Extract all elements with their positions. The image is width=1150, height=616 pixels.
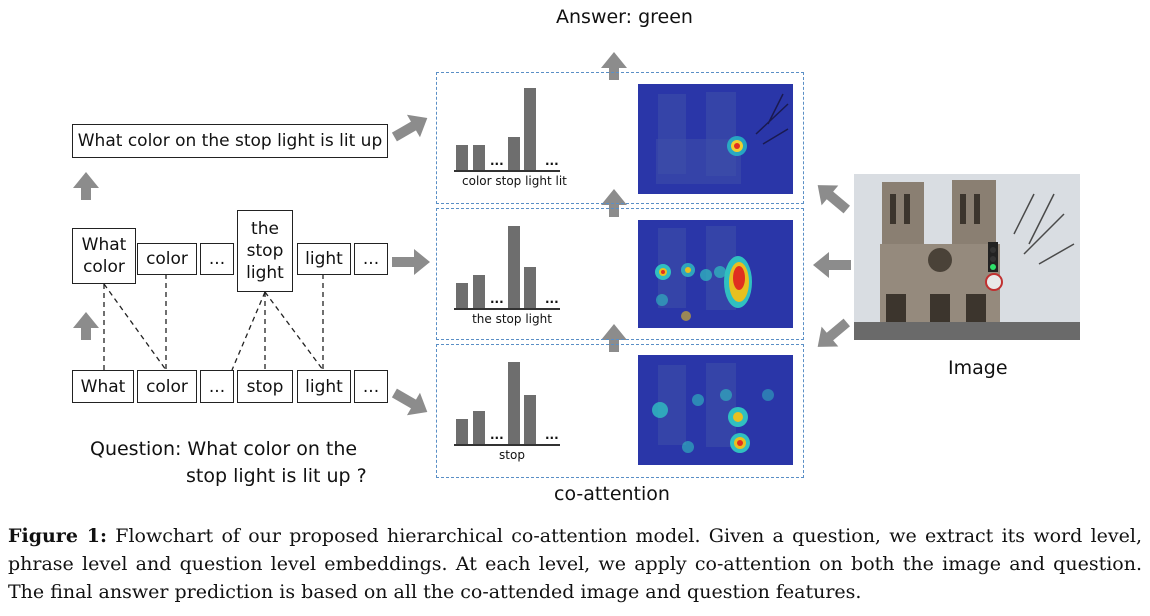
histogram-label: stop <box>499 448 525 462</box>
histogram-bar <box>473 145 485 170</box>
heatmap-word-level <box>638 355 793 465</box>
figure-caption: Figure 1: Flowchart of our proposed hier… <box>8 522 1142 606</box>
word-box-ellipsis: ... <box>200 370 234 403</box>
histogram-bar <box>524 395 536 444</box>
histogram-bar <box>524 88 536 170</box>
histogram-baseline <box>454 308 560 310</box>
histogram-ellipsis: ... <box>545 292 559 306</box>
histogram-bar <box>508 137 520 170</box>
arrow-up-icon <box>73 172 99 200</box>
arrow-up-icon <box>73 312 99 340</box>
word-box-ellipsis-2: ... <box>354 370 388 403</box>
word-box-color: color <box>137 370 197 403</box>
phrase-box-light: light <box>297 243 351 275</box>
co-attention-panel-question <box>436 72 804 204</box>
arrow-left-icon <box>817 185 851 214</box>
histogram-bar <box>456 283 468 308</box>
arrow-right-icon <box>391 388 428 416</box>
histogram-label: the stop light <box>472 312 552 326</box>
arrow-left-icon <box>813 252 851 278</box>
word-box-light: light <box>297 370 351 403</box>
phrase-box-what-color: What color <box>72 228 136 284</box>
histogram-baseline <box>454 170 560 172</box>
phrase-box-color: color <box>137 243 197 275</box>
figure-number: Figure 1: <box>8 525 107 547</box>
question-level-box: What color on the stop light is lit up <box>72 124 388 158</box>
question-text-line2: stop light is lit up ? <box>186 465 367 487</box>
word-box-stop: stop <box>237 370 293 403</box>
word-box-what: What <box>72 370 134 403</box>
histogram-bar <box>456 419 468 444</box>
histogram-bar <box>508 362 520 444</box>
histogram-ellipsis: ... <box>490 428 504 442</box>
phrase-connectors <box>103 274 324 371</box>
image-label: Image <box>948 357 1008 379</box>
caption-text: Flowchart of our proposed hierarchical c… <box>8 525 1142 603</box>
question-text-line1: Question: What color on the <box>90 438 358 460</box>
arrow-right-icon <box>392 249 430 275</box>
histogram-ellipsis: ... <box>490 154 504 168</box>
heatmap-phrase-level <box>638 220 793 328</box>
histogram-ellipsis: ... <box>490 292 504 306</box>
arrow-right-icon <box>391 114 428 142</box>
histogram-label: color stop light lit <box>462 174 567 188</box>
phrase-box-ellipsis-2: ... <box>354 243 388 275</box>
histogram-ellipsis: ... <box>545 428 559 442</box>
histogram-baseline <box>454 444 560 446</box>
histogram-ellipsis: ... <box>545 154 559 168</box>
histogram-bar <box>524 267 536 308</box>
histogram-bar <box>456 145 468 170</box>
arrow-left-icon <box>817 318 851 347</box>
phrase-box-ellipsis: ... <box>200 243 234 275</box>
heatmap-question-level <box>638 84 793 194</box>
histogram-bar <box>473 411 485 444</box>
co-attention-label: co-attention <box>554 483 670 505</box>
phrase-box-the-stop-light: the stop light <box>237 210 293 292</box>
histogram-bar <box>473 275 485 308</box>
co-attention-panel-phrase <box>436 208 804 340</box>
histogram-bar <box>508 226 520 308</box>
co-attention-panel-word <box>436 344 804 478</box>
input-image-cathedral <box>854 174 1080 340</box>
answer-label: Answer: green <box>556 6 693 28</box>
